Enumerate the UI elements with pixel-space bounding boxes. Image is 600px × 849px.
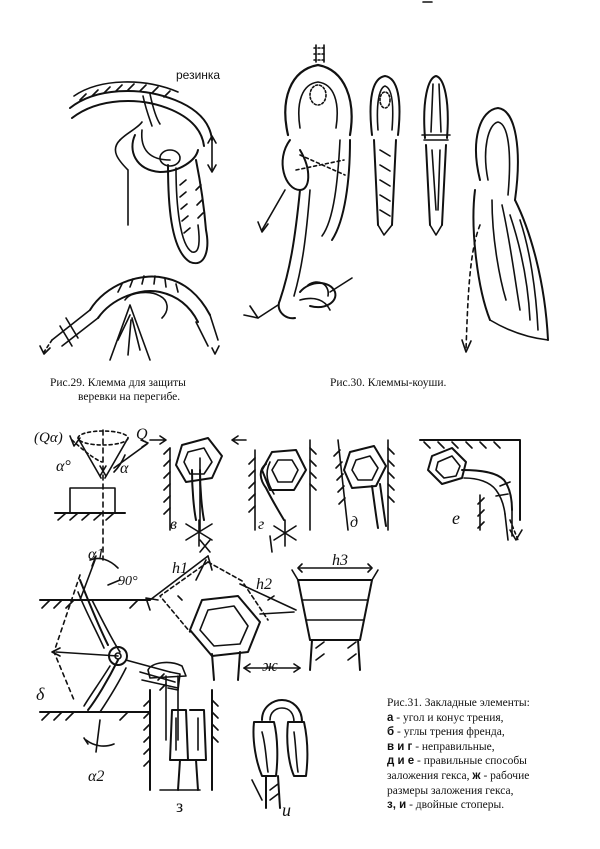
legend-line-3: в и г - неправильные, <box>387 740 587 755</box>
fig31-d-hex-correct <box>333 439 395 531</box>
legend-key: д и е <box>387 755 415 768</box>
legend-key: з, и <box>387 799 407 812</box>
fig31-label-z: з <box>176 796 184 816</box>
fig31-v-hex-wrong <box>149 435 247 547</box>
fig30-caption: Рис.30. Клеммы-коуши. <box>330 377 447 389</box>
legend-text: - рабочие <box>480 769 530 782</box>
legend-key: в и г <box>387 740 413 753</box>
fig31-label-90deg: 90° <box>118 574 138 589</box>
legend-text: размеры заложения гекса, <box>387 784 514 797</box>
fig31-legend-title: Рис.31. Закладные элементы: <box>387 697 530 709</box>
fig31-label-g: г <box>258 516 265 533</box>
fig31-z-double-stopper <box>143 661 219 791</box>
legend-text: - угол и конус трения, <box>393 711 504 724</box>
fig31-legend: Рис.31. Закладные элементы: а - угол и к… <box>387 696 587 813</box>
fig29-caption-line2: веревки на перегибе. <box>78 391 181 403</box>
fig31-b-cam-angles <box>39 555 181 753</box>
fig29-clamp-drawing-bottom <box>39 275 220 361</box>
fig31-i-double-stopper <box>251 699 309 809</box>
legend-line-1: а - угол и конус трения, <box>387 711 587 726</box>
fig31-label-alpha1: α1 <box>88 546 105 563</box>
fig31-label-alpha: α <box>120 460 129 477</box>
fig31-label-alpha2: α2 <box>88 768 105 785</box>
fig31-label-delta: δ <box>36 684 45 704</box>
fig31-a-friction-cone <box>54 429 149 561</box>
legend-key: а <box>387 711 394 724</box>
fig31-label-q-alpha: (Qα) <box>34 430 63 446</box>
fig31-label-q: Q <box>136 426 148 443</box>
fig31-label-h3: h3 <box>332 552 348 569</box>
fig31-label-alpha-deg: α° <box>56 458 71 475</box>
legend-key: б <box>387 726 395 739</box>
fig29-rubber-label: резинка <box>176 68 221 82</box>
fig31-label-zh: ж <box>262 656 278 675</box>
fig31-zh-hex-dimensions <box>145 535 379 681</box>
legend-line-4: д и е - правильные способы <box>387 754 587 769</box>
fig31-label-v: в <box>170 516 177 533</box>
fig31-label-h2: h2 <box>256 576 272 593</box>
fig31-g-hex-wrong <box>248 439 317 547</box>
legend-line-5: заложения гекса, ж - рабочие <box>387 769 587 784</box>
legend-text: - правильные способы <box>414 755 527 768</box>
legend-line-6: размеры заложения гекса, <box>387 784 587 799</box>
fig29-clamp-drawing-top <box>69 81 217 265</box>
fig31-label-e: е <box>452 508 460 528</box>
fig29-caption-line1: Рис.29. Клемма для защиты <box>50 377 186 389</box>
legend-key: ж <box>472 769 481 782</box>
fig31-e-hex-correct <box>419 439 523 541</box>
legend-text: - неправильные, <box>412 740 495 753</box>
fig31-label-h1: h1 <box>172 560 188 577</box>
legend-text: - углы трения френда, <box>394 726 505 739</box>
legend-text: заложения гекса, <box>387 769 473 782</box>
fig30-thimble-drawings <box>243 44 549 353</box>
legend-line-7: з, и - двойные стоперы. <box>387 798 587 813</box>
fig31-label-i: и <box>282 800 291 820</box>
legend-text: - двойные стоперы. <box>406 799 505 812</box>
legend-line-2: б - углы трения френда, <box>387 725 587 740</box>
fig31-label-d: д <box>350 514 359 531</box>
